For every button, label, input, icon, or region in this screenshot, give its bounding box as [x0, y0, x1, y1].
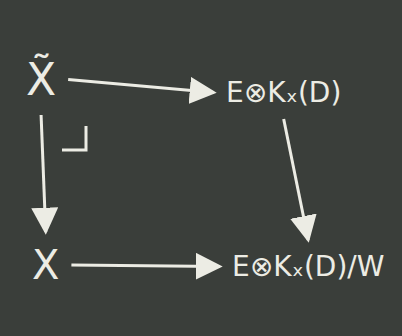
math-object: X̃: [22, 52, 60, 107]
node-label: E⊗Kₓ(D)/W: [232, 250, 384, 283]
pullback-corner: [62, 126, 86, 150]
node-label: E⊗Kₓ(D): [226, 76, 341, 109]
node-label: X: [32, 242, 59, 288]
node-label: X̃: [26, 54, 56, 105]
morphism-arrow: [41, 115, 46, 232]
math-object: E⊗Kₓ(D)/W: [228, 248, 388, 285]
math-object: E⊗Kₓ(D): [222, 74, 345, 111]
morphism-arrow: [71, 265, 220, 267]
math-object: X: [28, 240, 63, 290]
morphism-arrow: [284, 119, 309, 240]
morphism-arrow: [68, 80, 214, 93]
